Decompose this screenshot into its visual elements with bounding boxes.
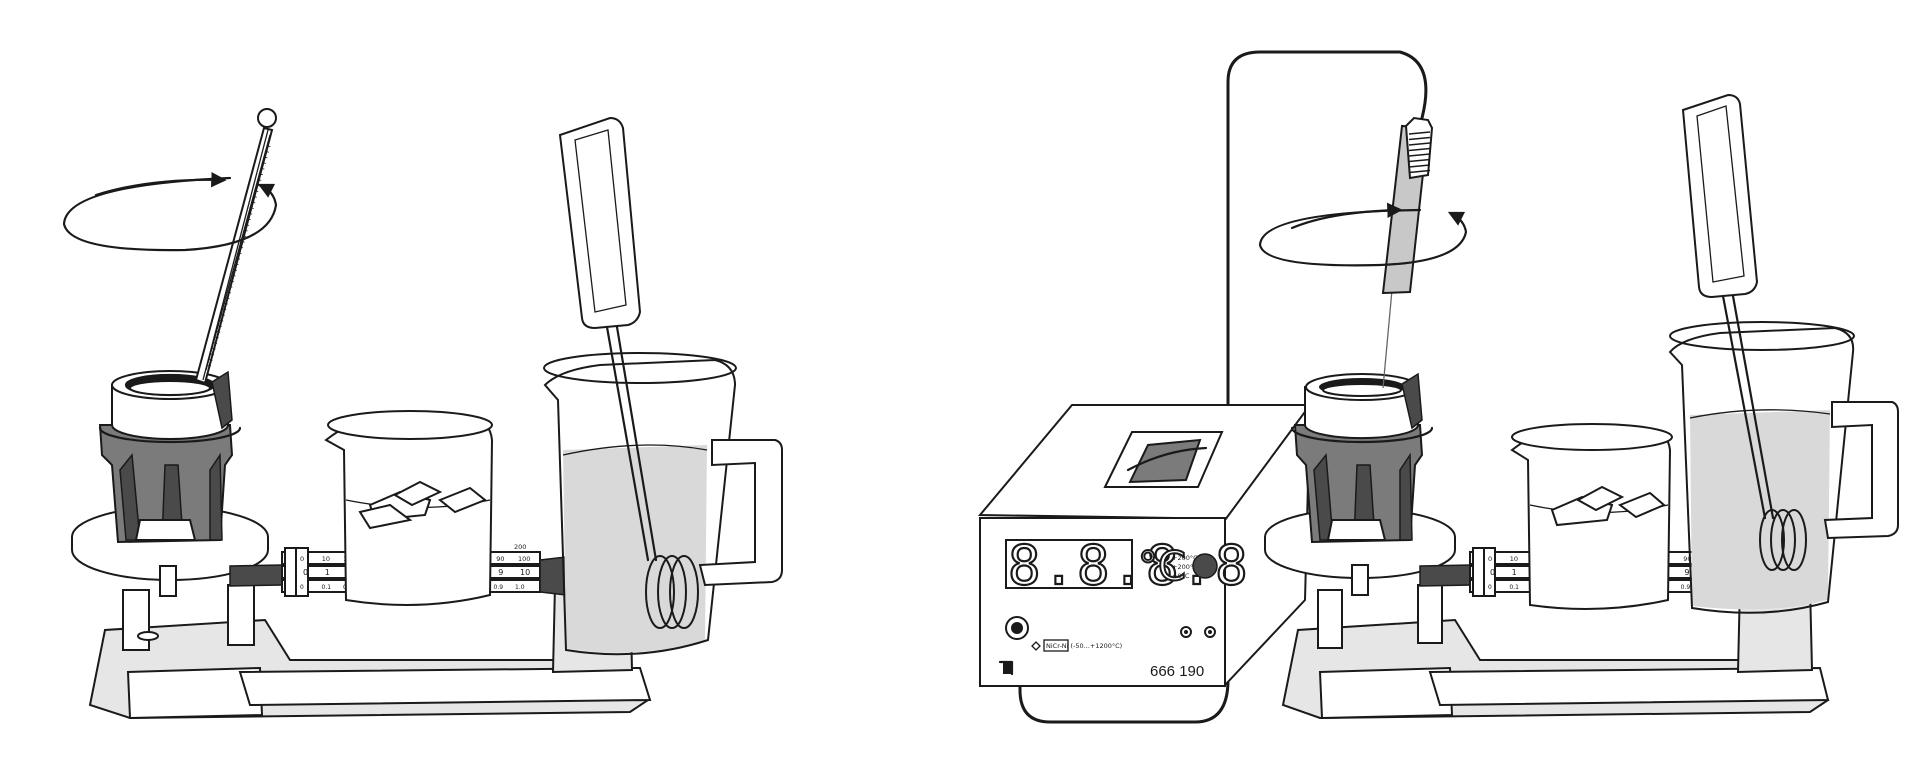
thermometer-left xyxy=(194,108,277,385)
thermometer-tick xyxy=(240,240,245,243)
thermometer-tick xyxy=(226,291,231,294)
thermometer-tick xyxy=(234,263,239,266)
beam-tick-label-left: 1 xyxy=(325,568,330,577)
beam-tick-label-left: 10 xyxy=(520,568,530,577)
thermocouple-probe xyxy=(1381,116,1434,389)
range-label-3: +0°C xyxy=(1172,572,1190,580)
thermometer-tick xyxy=(258,173,263,176)
probe-cable xyxy=(1018,50,1428,724)
beam-tick-label-left: 0 xyxy=(300,555,304,563)
thermometer-tick xyxy=(206,364,212,367)
beam-tick-label-right: 1 xyxy=(1512,568,1517,577)
beam-tick-label-left: 90 xyxy=(496,555,504,563)
thermometer-tick xyxy=(225,297,230,299)
beam-tick-label-left: 10 xyxy=(322,555,330,563)
probe-thread xyxy=(1408,164,1431,168)
thermometer-tick xyxy=(246,218,251,221)
thermometer-tick xyxy=(232,268,238,271)
water-jug-right xyxy=(1668,321,1899,614)
thermometer-tick xyxy=(235,257,241,260)
model-number: 666 190 xyxy=(1150,663,1204,680)
rotation-arrow-left xyxy=(62,172,278,252)
beam-tick-label-left: 1.0 xyxy=(515,584,525,591)
water-jug-left xyxy=(543,352,783,656)
thermometer-tick xyxy=(260,167,265,170)
thermometer-tick xyxy=(213,342,218,344)
calorimeter-right xyxy=(1290,372,1434,544)
thermometer-tick xyxy=(241,235,247,238)
thermometer-tick xyxy=(229,280,234,283)
thermometer-tick xyxy=(257,178,262,181)
thermometer-tick xyxy=(263,156,268,159)
beam-tick-label-left: 0.9 xyxy=(494,584,504,591)
thermometer-tick xyxy=(208,358,213,361)
probe-thread xyxy=(1408,142,1431,146)
thermometer-tick xyxy=(220,313,225,316)
beam-tick-label-right: 10 xyxy=(1510,555,1518,563)
thermometer-tick xyxy=(243,229,248,232)
beam-tick-label-right: 0 xyxy=(1488,555,1492,563)
beam-tick-label-left: 100 xyxy=(518,555,530,563)
probe-thread xyxy=(1408,136,1431,141)
thermometer-tick xyxy=(228,285,233,288)
thermometer-tick xyxy=(223,302,228,305)
left-scene: 0102030405060708090100 012345678910 00.1… xyxy=(62,108,783,720)
immersion-heater-left xyxy=(558,116,699,629)
beam-tick-label-left: 0.1 xyxy=(322,584,332,591)
thermometer-tick xyxy=(245,223,250,226)
thermometer-tick xyxy=(254,190,259,193)
ice-beaker-right xyxy=(1510,423,1673,610)
ice-beaker xyxy=(324,410,494,606)
beam-tick-label-left: 9 xyxy=(498,568,503,577)
rotation-arrow-right xyxy=(1258,202,1468,267)
range-label-1: +200°C xyxy=(1172,554,1198,562)
beam-tick-label-left: 0 xyxy=(303,568,308,577)
calorimeter-left xyxy=(98,370,242,544)
thermometer-tick xyxy=(222,308,227,311)
thermometer-tick xyxy=(209,353,215,356)
probe-thread xyxy=(1408,153,1431,157)
thermometer-tick xyxy=(261,162,266,164)
thermometer-tick xyxy=(216,330,221,333)
thermometer-tick xyxy=(237,252,242,254)
right-scene: 8.8.8.8 °C +200°C +200°C +0°C NiCr-Ni (-… xyxy=(977,50,1899,724)
thermometer-tick xyxy=(231,274,236,277)
thermometer-tick xyxy=(249,207,254,209)
probe-type-label: NiCr-Ni (-50...+1200°C) xyxy=(1046,642,1122,650)
beam-tick-label-right: 0.1 xyxy=(1509,584,1519,591)
thermometer-tick xyxy=(238,246,244,249)
digital-thermometer: 8.8.8.8 °C +200°C +200°C +0°C NiCr-Ni (-… xyxy=(977,401,1312,688)
thermometer-tick xyxy=(217,325,222,328)
thermometer-tick xyxy=(211,347,216,350)
beam-tick-label-right: 0.9 xyxy=(1681,584,1691,591)
beam-tick-label-right: 90 xyxy=(1683,555,1691,563)
immersion-heater-right xyxy=(1681,93,1807,571)
beam-tick-label-right: 0 xyxy=(1490,568,1495,577)
display-unit: °C xyxy=(1138,544,1186,590)
probe-thread xyxy=(1408,131,1431,135)
thermometer-tick xyxy=(252,195,257,198)
thermometer-tick xyxy=(266,145,271,148)
probe-thread xyxy=(1408,158,1431,163)
thermometer-tick xyxy=(251,201,256,204)
probe-thread xyxy=(1408,147,1431,152)
beam-tick-label-right: 9 xyxy=(1684,568,1689,577)
thermometer-tick xyxy=(264,150,270,153)
beam-upper-mark-200-left: 200 xyxy=(514,543,526,551)
thermometer-tick xyxy=(219,319,224,322)
thermometer-tick xyxy=(214,336,219,339)
range-label-2: +200°C xyxy=(1172,563,1198,571)
beam-tick-label-left: 0 xyxy=(300,584,304,591)
probe-thread xyxy=(1408,169,1431,174)
range-selector-knob[interactable] xyxy=(1192,553,1218,579)
beam-tick-label-right: 0 xyxy=(1488,584,1492,591)
thermometer-tick xyxy=(248,212,253,215)
balance-base-right xyxy=(1281,556,1830,720)
